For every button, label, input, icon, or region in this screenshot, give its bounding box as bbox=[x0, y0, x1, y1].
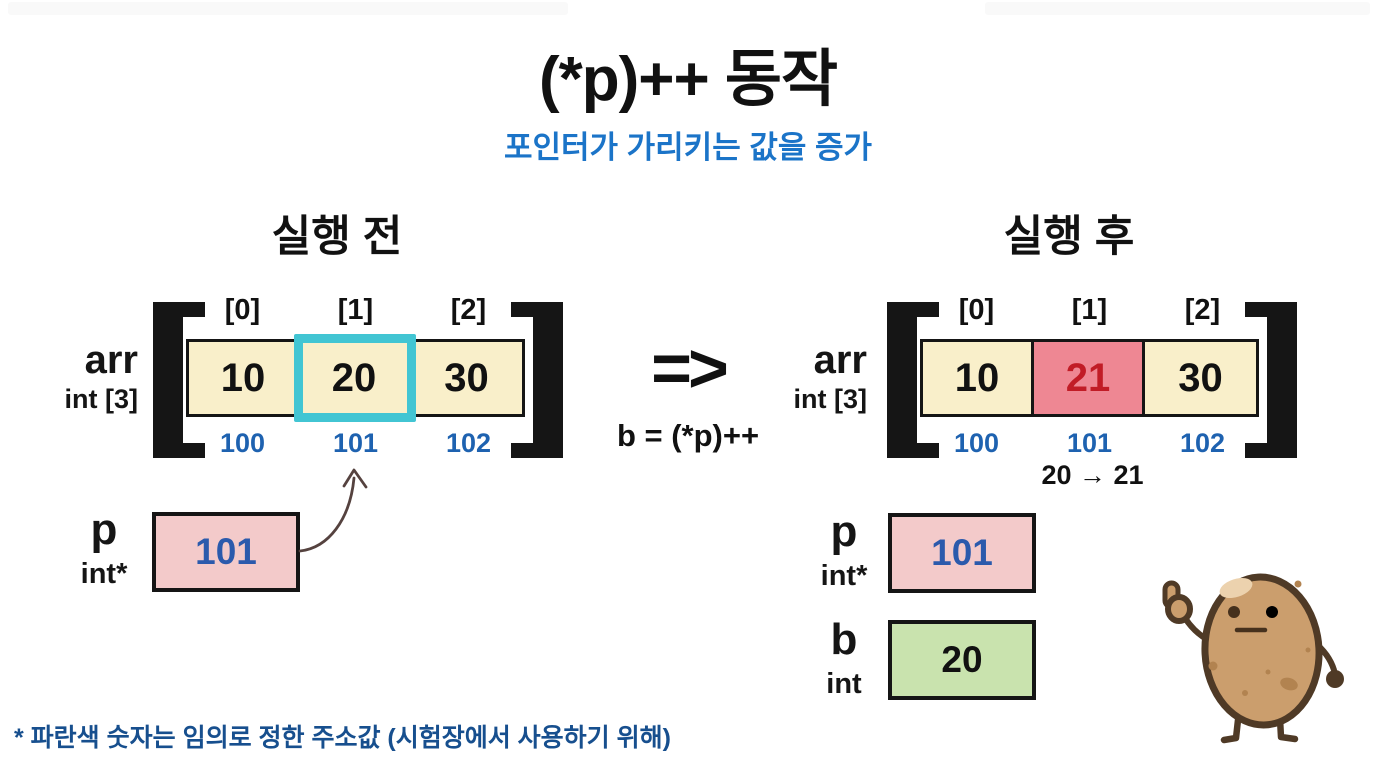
before-pointer-box: 101 bbox=[152, 512, 300, 592]
after-index-row: [0] [1] [2] bbox=[920, 294, 1259, 327]
address-label: 102 bbox=[445, 428, 492, 458]
transition-operator: => bbox=[651, 329, 729, 407]
after-bracket-right bbox=[1245, 302, 1297, 458]
before-heading: 실행 전 bbox=[271, 213, 403, 261]
after-address-row: 100 101 102 bbox=[920, 428, 1259, 459]
index-label: [0] bbox=[958, 294, 995, 326]
address-label: 101 bbox=[1066, 428, 1113, 458]
before-pointer-label: p int* bbox=[63, 508, 145, 589]
array-cell: 30 bbox=[1145, 342, 1256, 414]
after-bracket-left bbox=[887, 302, 939, 458]
top-artifact-left bbox=[8, 2, 568, 15]
pointer-type: int* bbox=[80, 558, 128, 590]
change-note: 20 → 21 bbox=[1041, 460, 1144, 490]
after-array-cells: 10 21 30 bbox=[920, 339, 1259, 417]
address-label: 102 bbox=[1179, 428, 1226, 458]
address-label: 101 bbox=[332, 428, 379, 458]
before-address-row: 100 101 102 bbox=[186, 428, 525, 459]
after-heading: 실행 후 bbox=[1003, 213, 1135, 261]
after-result-box: 20 bbox=[888, 620, 1036, 700]
array-cell: 30 bbox=[411, 342, 522, 414]
potato-thumbs-up-icon bbox=[1162, 573, 1344, 744]
array-cell: 20 bbox=[300, 342, 411, 414]
curved-arrow-icon bbox=[298, 468, 368, 553]
index-label: [0] bbox=[224, 294, 261, 326]
pointer-name: p bbox=[90, 505, 118, 554]
result-name: b bbox=[830, 615, 858, 664]
after-array-label: arr int [3] bbox=[767, 338, 868, 414]
expression-label: b = (*p)++ bbox=[616, 418, 760, 453]
pointer-type: int* bbox=[820, 560, 868, 592]
pointer-name: p bbox=[830, 507, 858, 556]
before-bracket-right bbox=[511, 302, 563, 458]
before-array-type: int [3] bbox=[64, 384, 139, 414]
page-subtitle: 포인터가 가리키는 값을 증가 bbox=[503, 130, 873, 165]
index-label: [1] bbox=[337, 294, 374, 326]
highlight-box bbox=[294, 334, 416, 422]
address-label: 100 bbox=[219, 428, 266, 458]
address-label: 100 bbox=[953, 428, 1000, 458]
index-label: [1] bbox=[1071, 294, 1108, 326]
result-type: int bbox=[826, 668, 862, 700]
before-index-row: [0] [1] [2] bbox=[186, 294, 525, 327]
after-pointer-label: p int* bbox=[803, 510, 885, 591]
page-title: (*p)++ 동작 bbox=[538, 45, 838, 114]
array-cell: 10 bbox=[189, 342, 300, 414]
before-array-cells: 10 20 30 bbox=[186, 339, 525, 417]
index-label: [2] bbox=[450, 294, 487, 326]
after-result-label: b int bbox=[803, 618, 885, 699]
array-cell-changed: 21 bbox=[1034, 342, 1145, 414]
after-array-name: arr bbox=[813, 338, 867, 382]
array-cell: 10 bbox=[923, 342, 1034, 414]
before-array-label: arr int [3] bbox=[38, 338, 139, 414]
index-label: [2] bbox=[1184, 294, 1221, 326]
before-array-name: arr bbox=[84, 338, 138, 382]
after-pointer-box: 101 bbox=[888, 513, 1036, 593]
top-artifact-right bbox=[985, 2, 1370, 15]
after-array-type: int [3] bbox=[793, 384, 868, 414]
before-bracket-left bbox=[153, 302, 205, 458]
footnote: * 파란색 숫자는 임의로 정한 주소값 (시험장에서 사용하기 위해) bbox=[14, 724, 671, 752]
